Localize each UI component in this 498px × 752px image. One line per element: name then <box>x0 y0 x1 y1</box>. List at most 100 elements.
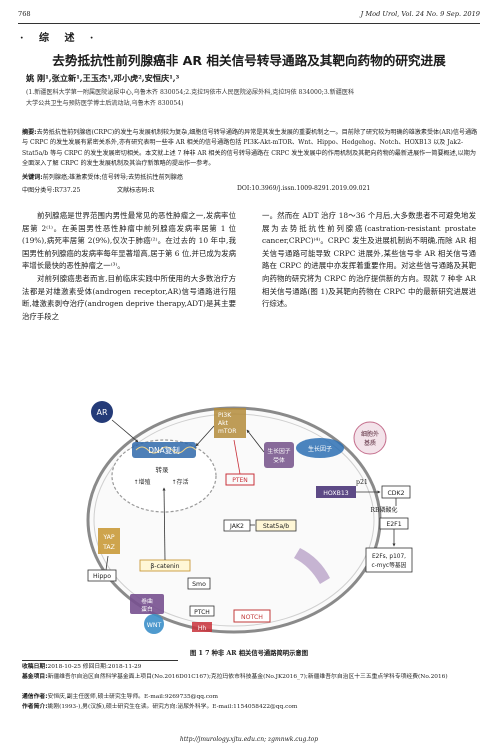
affiliation-line-1: (1.新疆医科大学第一附属医院泌尿中心,乌鲁木齐 830054;2.克拉玛依市人… <box>26 89 355 96</box>
stat-box <box>255 519 297 532</box>
footnote-label: 基金项目: <box>22 674 48 680</box>
receptor-arrow <box>246 429 265 453</box>
footnote-author-bio: 作者简介:姚刚(1993-),男(汉族),硕士研究生在读。研究方向:泌尿外科学。… <box>22 703 476 713</box>
keywords: 关键词:前列腺癌;雄激素受体;信号转导;去势抵抗性前列腺癌 <box>22 172 478 181</box>
pten-inhibit-line <box>233 439 241 475</box>
yap-label-2: TAZ <box>102 544 115 551</box>
gf-receptor-node: 生长因子 受体 <box>264 442 294 468</box>
catenin-label: β-catenin <box>150 563 179 570</box>
journal-citation: J Mod Urol, Vol. 24 No. 9 Sep. 2019 <box>360 10 480 18</box>
page-number: 768 <box>18 10 31 18</box>
growth-factor-ellipse <box>296 438 344 458</box>
doi: DOI:10.3969/j.issn.1009-8291.2019.09.021 <box>237 185 371 192</box>
yap-label-1: YAP <box>102 534 115 541</box>
e2f1-label: E2F1 <box>386 521 401 528</box>
growth-factor-label: 生长因子 <box>308 445 332 453</box>
classification-line: 中图分类号:R737.25 文献标志码:R DOI:10.3969/j.issn… <box>22 185 478 195</box>
footnote-text: 安恒庆,副主任医师,硕士研究生导师。E-mail:9269735@qq.com <box>47 694 218 700</box>
survival-label: ↑存活 <box>171 478 188 486</box>
paragraph: 前列腺癌是世界范围内男性最常见的恶性肿瘤之一,发病率位居第 2⁽¹⁾。在美国男性… <box>22 211 236 271</box>
paragraph: 一。然而在 ADT 治疗 18～36 个月后,大多数患者不可避免地发展为去势抵抗… <box>262 211 476 309</box>
hippo-box <box>87 569 117 582</box>
hippo-node: Hippo <box>87 569 117 582</box>
hh-node: Hh <box>192 622 212 632</box>
figure-caption: 图 1 7 种非 AR 相关信号通路简明示意图 <box>190 650 308 657</box>
e2f-targets-label-1: E2Fs, p107, <box>372 554 406 560</box>
yap-node: YAP TAZ <box>98 528 120 554</box>
jak2-node: JAK2 <box>223 519 251 532</box>
pi3k-node: PI3K Akt mTOR <box>214 408 246 438</box>
document-code: 文献标志码:R <box>117 187 155 194</box>
frizzled-node: 卷曲 蛋白 <box>130 594 164 614</box>
keywords-label: 关键词: <box>22 174 43 181</box>
hippo-label: Hippo <box>93 573 111 580</box>
dna-helix-icon <box>135 446 197 454</box>
ptch-label: PTCH <box>194 609 210 616</box>
catenin-arrow <box>162 487 166 561</box>
smo-label: Smo <box>192 581 206 588</box>
e2f-targets-node: E2Fs, p107, c-myc等基因 <box>365 547 413 573</box>
affiliation-line-2: 大学公共卫生与预防医学博士后流动站,乌鲁木齐 830054) <box>26 100 184 107</box>
ar-node: AR <box>91 401 113 423</box>
body-column-right: 一。然而在 ADT 治疗 18～36 个月后,大多数患者不可避免地发展为去势抵抗… <box>262 210 476 311</box>
column-tag: · 综 述 · <box>20 33 100 44</box>
pi3k-label-3: mTOR <box>218 428 236 435</box>
footnote-label: 通信作者: <box>22 694 48 700</box>
hippo-inhibit-line <box>105 555 109 571</box>
header-rule <box>18 23 480 24</box>
footnote-label: 作者简介: <box>22 704 48 710</box>
transcription-label: 转录 <box>156 465 170 474</box>
gf-receptor-label-2: 受体 <box>273 456 285 464</box>
footnote-rule <box>22 660 178 661</box>
pi3k-label-2: Akt <box>218 420 229 427</box>
ecm-label-2: 基质 <box>364 439 376 447</box>
proliferation-label: ↑增殖 <box>133 478 150 486</box>
frizzled-box <box>130 594 164 614</box>
notch-label: NOTCH <box>241 614 263 621</box>
abstract: 摘要:去势抵抗性前列腺癌(CRPC)的发生与发展机制较为复杂,细胞信号转导通路的… <box>22 128 478 169</box>
ptch-box <box>189 605 215 617</box>
footnote-text: 新疆维吾尔自治区自然科学基金面上项目(No.2016D01C167);克拉玛依市… <box>47 674 448 680</box>
catenin-node: β-catenin <box>139 559 191 572</box>
stat-label: Stat5a/b <box>263 523 289 530</box>
dna-node: DNA复制 转录 ↑增殖 ↑存活 <box>132 442 197 486</box>
yap-box <box>98 528 120 554</box>
membrane-receptor-shape <box>294 548 330 584</box>
footnote-received: 收稿日期:2018-10-25 修回日期:2018-11-29 <box>22 663 476 673</box>
abstract-label: 摘要: <box>22 129 37 136</box>
e2f-targets-label-2: c-myc等基因 <box>372 561 407 569</box>
ptch-node: PTCH <box>189 605 215 617</box>
footnote-label: 收稿日期: <box>22 664 48 670</box>
gf-receptor-label-1: 生长因子 <box>267 447 290 455</box>
body-column-left: 前列腺癌是世界范围内男性最常见的恶性肿瘤之一,发病率位居第 2⁽¹⁾。在美国男性… <box>22 210 236 323</box>
wnt-label: WNT <box>147 622 162 629</box>
paragraph: 对前列腺癌患者而言,目前临床实践中所使用的大多数治疗方法都是对雄激素受体(and… <box>22 273 236 321</box>
hoxb13-box <box>316 486 356 498</box>
hoxb13-label: HOXB13 <box>323 490 349 497</box>
keywords-text: 前列腺癌;雄激素受体;信号转导;去势抵抗性前列腺癌 <box>42 174 183 181</box>
ar-arrow <box>111 419 139 443</box>
frizzled-label-2: 蛋白 <box>141 605 153 613</box>
growth-factor-node: 生长因子 <box>296 438 344 458</box>
rb-label: RB磷酸化 <box>371 506 398 514</box>
jak2-label: JAK2 <box>229 523 244 530</box>
abstract-text: 去势抵抗性前列腺癌(CRPC)的发生与发展机制较为复杂,细胞信号转导通路的异常是… <box>22 129 478 167</box>
e2f-targets-box <box>365 547 413 573</box>
hoxb13-node: HOXB13 <box>316 486 356 498</box>
page-footer-url: http://jmurology.xjtu.edu.cn; zgmnwk.cug… <box>179 736 319 743</box>
ecm-node: 细胞外 基质 <box>353 421 387 455</box>
article-title: 去势抵抗性前列腺癌非 AR 相关信号转导通路及其靶向药物的研究进展 <box>52 53 446 68</box>
notch-node: NOTCH <box>233 609 271 623</box>
footnote-corresponding: 通信作者:安恒庆,副主任医师,硕士研究生导师。E-mail:9269735@qq… <box>22 693 476 703</box>
footnote-text: 姚刚(1993-),男(汉族),硕士研究生在读。研究方向:泌尿外科学。E-mai… <box>47 704 298 710</box>
dna-label: DNA复制 <box>148 445 180 455</box>
author-list: 姚 刚¹,张立新¹,王玉杰¹,邓小虎²,安恒庆¹,³ <box>26 73 180 83</box>
wnt-node: WNT <box>144 614 164 634</box>
pi3k-arrow <box>195 425 215 447</box>
page-header: 768 J Mod Urol, Vol. 24 No. 9 Sep. 2019 <box>18 10 480 22</box>
pi3k-label-1: PI3K <box>218 412 232 419</box>
pten-label: PTEN <box>232 477 248 484</box>
ar-circle <box>91 401 113 423</box>
dna-box <box>132 442 196 458</box>
e2f1-node: E2F1 <box>379 517 409 530</box>
